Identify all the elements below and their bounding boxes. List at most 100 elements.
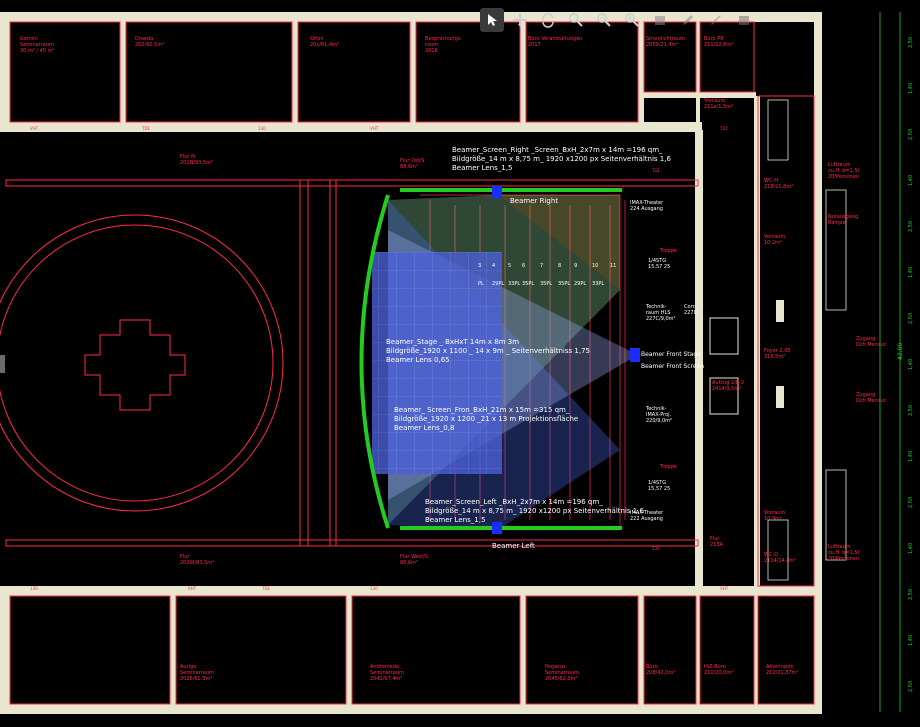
row-label-2: 33PL	[508, 281, 520, 287]
beamer-left-label: Beamer Left	[492, 542, 535, 550]
elevator-top	[709, 317, 739, 355]
row-label-7: 33PL	[592, 281, 604, 287]
screen-front	[359, 194, 390, 529]
dim-tick-7: 1,40	[908, 359, 914, 370]
dimension-ruler	[879, 12, 901, 712]
tag-6: VHT	[188, 586, 197, 591]
tag-4: TD1	[719, 126, 729, 131]
pointer-tool[interactable]	[480, 8, 504, 32]
tag-1: TD1	[141, 126, 151, 131]
dim-tick-6: 2,50	[908, 313, 914, 324]
lift-bottom	[776, 386, 784, 408]
view-toolbar	[480, 8, 756, 34]
dim-tick-12: 2,50	[908, 589, 914, 600]
row-number-0: 3	[478, 263, 481, 269]
zoom-in-tool[interactable]	[620, 8, 644, 32]
dim-tick-1: 1,40	[908, 83, 914, 94]
dim-tick-5: 1,40	[908, 267, 914, 278]
technik-bottom-label: Technik-IMAX-Proj.220/9,0m²	[645, 406, 672, 424]
dim-tick-3: 1,40	[908, 175, 914, 186]
lift-top	[776, 300, 784, 322]
row-label-0: PL	[478, 281, 484, 287]
tag-0: VHT	[30, 126, 39, 131]
dim-tick-2: 2,50	[908, 129, 914, 140]
rotunda-plan	[0, 214, 284, 512]
dim-tick-13: 1,40	[908, 635, 914, 646]
layer-tool[interactable]	[648, 8, 672, 32]
beamer-left-marker	[492, 522, 502, 534]
beamer-front-marker	[630, 348, 640, 362]
treppe-top-label: Treppe	[659, 248, 677, 254]
tag-11: 130	[652, 546, 660, 551]
beamer-right-marker	[492, 186, 502, 198]
edit-tool[interactable]	[676, 8, 700, 32]
row-label-5: 35PL	[558, 281, 570, 287]
row-label-4: 35PL	[540, 281, 552, 287]
left-panel-grip[interactable]	[0, 355, 5, 373]
row-label-6: 29PL	[574, 281, 586, 287]
row-number-4: 7	[540, 263, 543, 269]
hatch-tool[interactable]	[704, 8, 728, 32]
row-number-7: 10	[592, 263, 598, 269]
rotate-tool[interactable]	[536, 8, 560, 32]
note-front: Beamer_ Screen_Fron_BxH_21m x 15m =315 q…	[394, 406, 578, 432]
zoom-out-tool[interactable]	[592, 8, 616, 32]
beamer-right-label: Beamer Right	[510, 197, 558, 205]
room-outlines	[5, 21, 815, 705]
right-stairs	[767, 99, 847, 581]
tag-8: 130	[370, 586, 378, 591]
tag-10: TD1	[651, 168, 661, 173]
tag-2: 130	[258, 126, 266, 131]
row-label-1: 29PL	[492, 281, 504, 287]
note-left: Beamer_Screen_Left _BxH_2x7m x 14m =196 …	[425, 498, 644, 524]
stage-screen-grid	[372, 252, 502, 474]
note-right: Beamer_Screen_Right _Screen_BxH_2x7m x 1…	[452, 146, 671, 172]
beamer-front-screen-label: Beamer Front Screen	[641, 363, 704, 370]
top-room-walls	[120, 12, 756, 130]
dim-total: 42,80	[897, 343, 904, 360]
block-tool[interactable]	[732, 8, 756, 32]
row-number-5: 8	[558, 263, 561, 269]
dim-tick-0: 2,50	[908, 37, 914, 48]
row-label-3: 35PL	[522, 281, 534, 287]
dim-tick-11: 1,40	[908, 543, 914, 554]
zoom-window-tool[interactable]	[564, 8, 588, 32]
row-number-6: 9	[574, 263, 577, 269]
bottom-room-walls	[170, 586, 758, 712]
pan-tool[interactable]	[508, 8, 532, 32]
dim-tick-4: 2,50	[908, 221, 914, 232]
row-number-2: 5	[508, 263, 511, 269]
